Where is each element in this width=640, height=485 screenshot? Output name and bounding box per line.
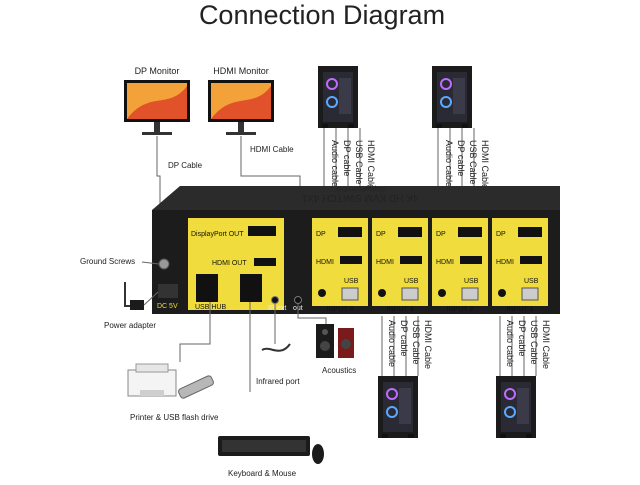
hdmi-cable-label: HDMI Cable: [250, 145, 294, 154]
pc4-audio-label: Audio cable: [330, 140, 340, 187]
usb-flash-drive-icon: [178, 375, 214, 399]
usb-hub-port-b: [240, 274, 262, 302]
input-panel-1: DP HDMI USB INPUT 1: [492, 218, 548, 313]
input1-hdmi-label: HDMI: [496, 259, 514, 266]
input1-dp-label: DP: [496, 231, 506, 238]
pc3-cables: [381, 316, 419, 376]
pc2-hdmi-label: HDMI Cable: [480, 140, 490, 189]
infrared-port-label: Infrared port: [256, 377, 300, 386]
input2-usb-label: USB: [464, 278, 479, 285]
ir-port: [271, 296, 279, 304]
input4-usb-label: USB: [344, 278, 359, 285]
power-leader: [143, 291, 159, 306]
pc3-audio-label: Audio cable: [387, 320, 397, 367]
input3-dp-label: DP: [376, 231, 386, 238]
kvm-switch: 4K HD KVM SWITCH 4X1 DisplayPort+HDMI Di…: [152, 185, 560, 314]
ground-screw: [158, 258, 170, 270]
audio-out-port: [294, 296, 302, 304]
pc3-hdmi-label: HDMI Cable: [423, 320, 433, 369]
input2-hdmi-label: HDMI: [436, 259, 454, 266]
printer-leader: [179, 302, 211, 362]
input1-usb-label: USB: [524, 278, 539, 285]
pc-input-1: [495, 375, 537, 439]
pc4-dp-label: DP cable: [342, 140, 352, 176]
ground-leader: [141, 261, 160, 265]
input-2-label: INPUT 2: [447, 306, 474, 313]
dp-cable-label: DP Cable: [168, 161, 203, 170]
pc-input-4: [317, 65, 359, 129]
ground-screws-label: Ground Screws: [80, 257, 135, 266]
pc-input-3: [377, 375, 419, 439]
printer-icon: [127, 363, 177, 397]
input3-usb-label: USB: [404, 278, 419, 285]
acoustics-label: Acoustics: [322, 366, 356, 375]
input-1-label: INPUT 1: [507, 306, 534, 313]
pc3-usb-label: USB Cable: [411, 320, 421, 365]
pc2-usb-label: USB Cable: [468, 140, 478, 185]
input-4-label: INPUT 4: [327, 306, 354, 313]
mouse-icon: [312, 444, 324, 464]
pc3-dp-label: DP cable: [399, 320, 409, 356]
dc-label: DC 5V: [157, 303, 178, 310]
input-panel-2: DP HDMI USB INPUT 2: [432, 218, 488, 313]
input-panel-4: DP HDMI USB INPUT 4: [312, 218, 368, 313]
kvm-top-label: 4K HD KVM SWITCH 4X1: [301, 192, 418, 203]
infrared-cable-icon: [261, 343, 291, 352]
pc4-usb-label: USB Cable: [354, 140, 364, 185]
pc-input-2: [431, 65, 473, 129]
hdmi-monitor: [208, 80, 274, 135]
kvm-top-sublabel: DisplayPort+HDMI: [335, 185, 385, 191]
input3-hdmi-label: HDMI: [376, 259, 394, 266]
input-3-label: INPUT 3: [387, 306, 414, 313]
dp-monitor-label: DP Monitor: [135, 66, 180, 76]
input4-dp-label: DP: [316, 231, 326, 238]
hdmi-out-port: [254, 258, 276, 266]
displayport-out-label: DisplayPort OUT: [191, 231, 244, 238]
pc1-hdmi-label: HDMI Cable: [541, 320, 551, 369]
ir-label: IR ext: [268, 305, 286, 312]
input2-dp-label: DP: [436, 231, 446, 238]
pc2-dp-label: DP cable: [456, 140, 466, 176]
kvm-top-face: [152, 186, 560, 210]
diagram-title: Connection Diagram: [199, 0, 445, 30]
hdmi-monitor-label: HDMI Monitor: [213, 66, 269, 76]
acoustics-leader: [297, 304, 327, 324]
keyboard-icon: [218, 436, 310, 456]
input4-hdmi-label: HDMI: [316, 259, 334, 266]
pc1-cables: [499, 316, 537, 376]
keyboard-mouse-label: Keyboard & Mouse: [228, 469, 297, 478]
dc-power-port: [158, 284, 178, 298]
pc1-usb-label: USB Cable: [529, 320, 539, 365]
usb-hub-label: USB HUB: [195, 304, 226, 311]
power-adapter-cord: [124, 282, 132, 307]
power-adapter-label: Power adapter: [104, 321, 156, 330]
speakers-icon: [316, 324, 354, 358]
dp-monitor: [124, 80, 190, 135]
pc4-hdmi-label: HDMI Cable: [366, 140, 376, 189]
hdmi-out-label: HDMI OUT: [212, 260, 247, 267]
pc1-audio-label: Audio cable: [505, 320, 515, 367]
power-adapter-icon: [130, 300, 144, 310]
pc1-dp-label: DP cable: [517, 320, 527, 356]
displayport-out-port: [248, 226, 276, 236]
input-panel-3: DP HDMI USB INPUT 3: [372, 218, 428, 313]
printer-label: Printer & USB flash drive: [130, 413, 219, 422]
usb-hub-port-a: [196, 274, 218, 302]
pc2-audio-label: Audio cable: [444, 140, 454, 187]
